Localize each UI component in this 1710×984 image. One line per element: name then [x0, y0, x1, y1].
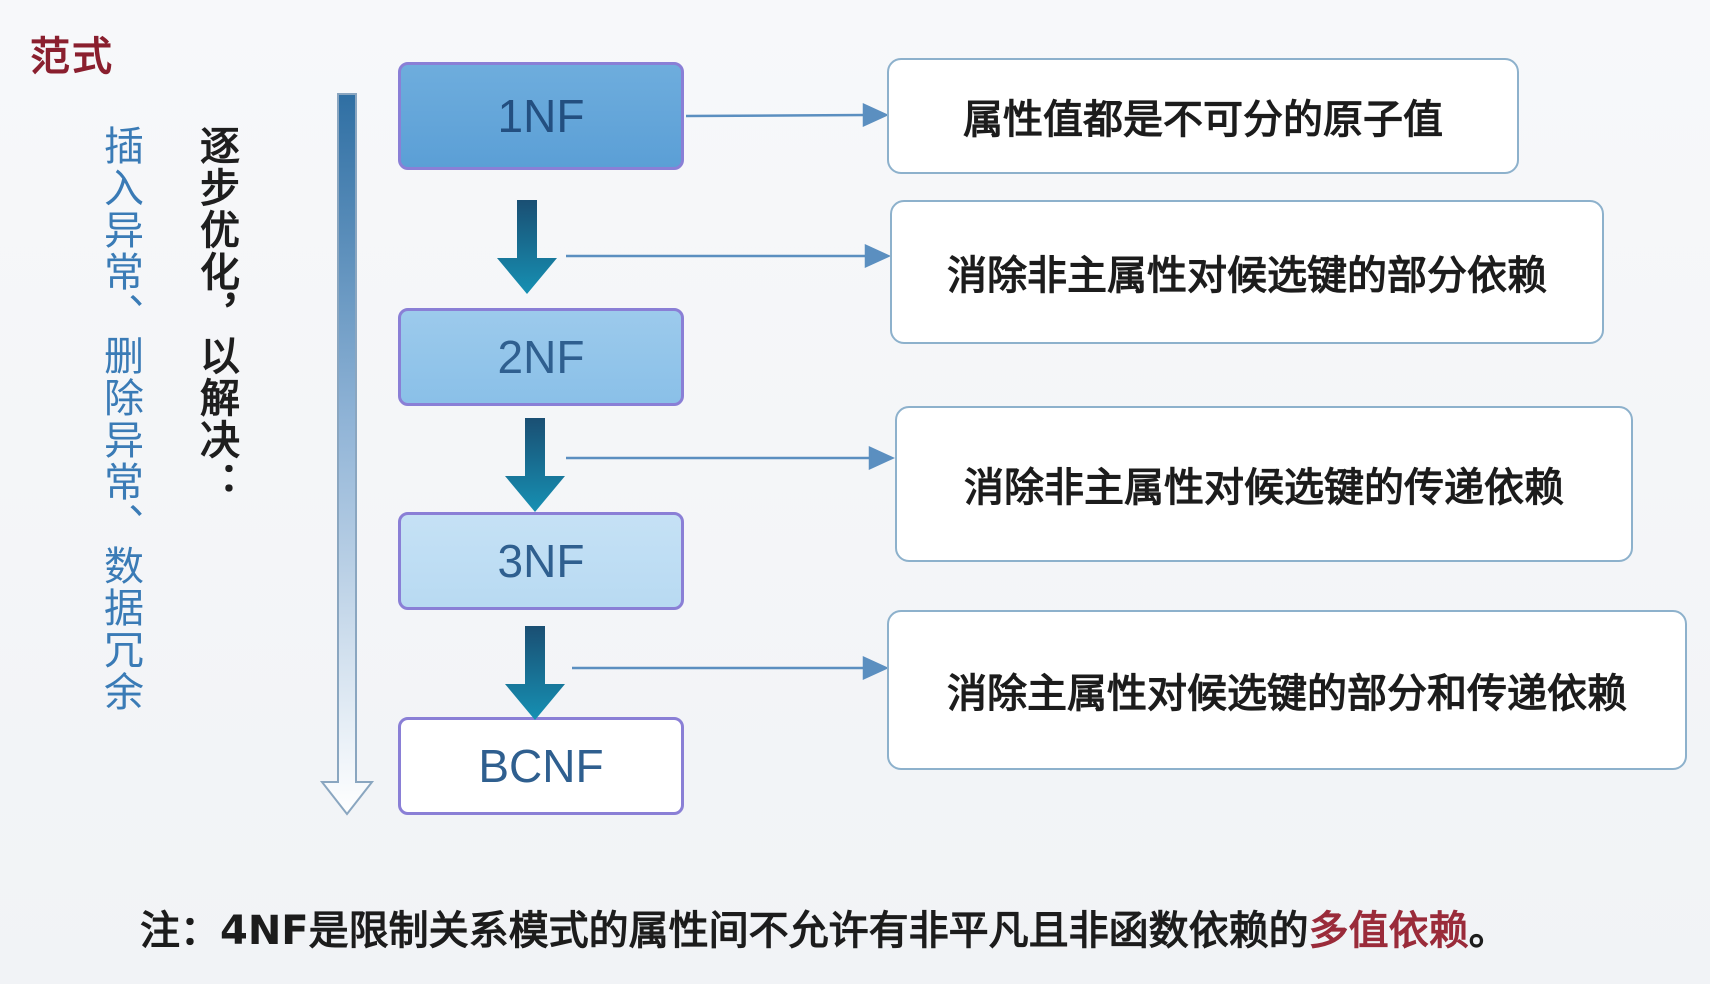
description-3nf: 消除非主属性对候选键的传递依赖 — [895, 406, 1633, 562]
nf-box-1nf: 1NF — [398, 62, 684, 170]
down-arrow-icon — [505, 626, 565, 720]
down-arrow-icon — [505, 418, 565, 512]
footnote-suffix: 。 — [1468, 908, 1509, 954]
description-2nf: 消除非主属性对候选键的部分依赖 — [890, 200, 1604, 344]
optimize-text: 逐步优化，以解决： — [193, 125, 239, 503]
nf-box-bcnf: BCNF — [398, 717, 684, 815]
nf-box-2nf: 2NF — [398, 308, 684, 406]
description-bcnf: 消除主属性对候选键的部分和传递依赖 — [887, 610, 1687, 770]
footnote: 注：4NF是限制关系模式的属性间不允许有非平凡且非函数依赖的多值依赖。 — [140, 898, 1509, 956]
nf-box-3nf: 3NF — [398, 512, 684, 610]
progress-down-arrow — [319, 93, 375, 816]
page-title: 范式 — [30, 34, 114, 80]
anomalies-text: 插入异常、删除异常、数据冗余 — [97, 125, 143, 713]
footnote-highlight: 多值依赖 — [1308, 908, 1469, 954]
down-arrow-icon — [497, 200, 557, 294]
description-1nf: 属性值都是不可分的原子值 — [887, 58, 1519, 174]
footnote-prefix: 注：4NF是限制关系模式的属性间不允许有非平凡且非函数依赖的 — [140, 908, 1309, 954]
